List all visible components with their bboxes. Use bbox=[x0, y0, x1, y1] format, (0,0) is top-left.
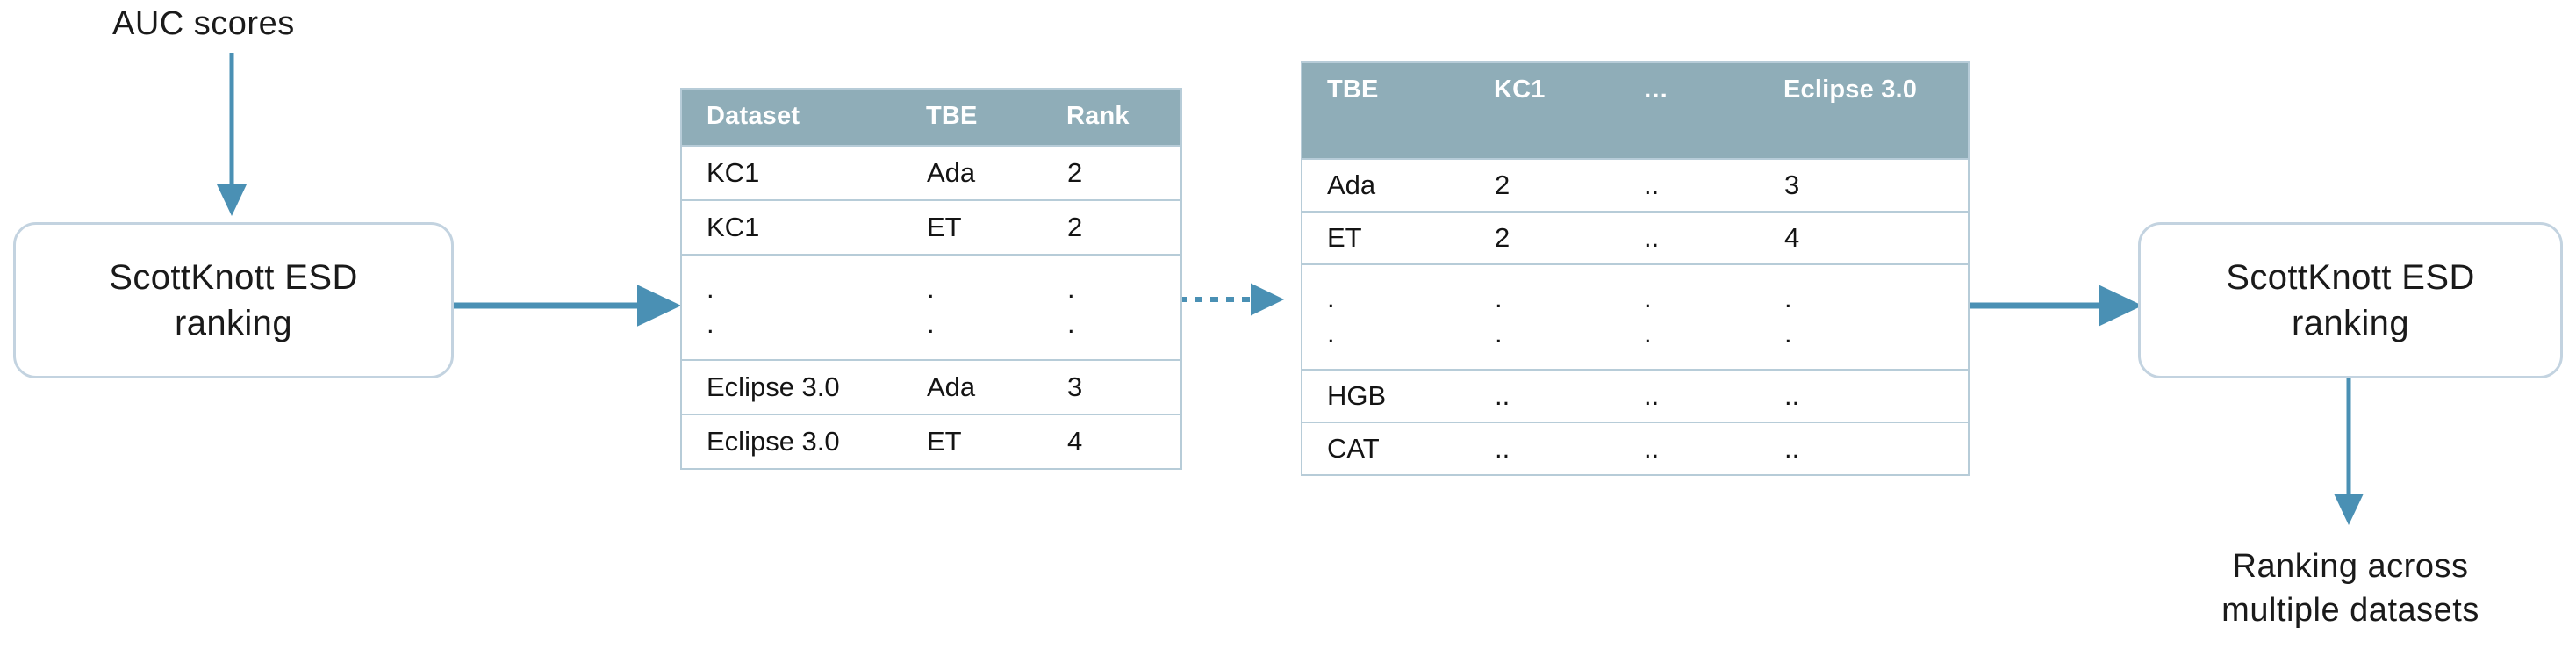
cell-rank: 2 bbox=[1066, 199, 1181, 255]
cell-eclipse: 3 bbox=[1783, 158, 1969, 212]
table-matrix-header-ellipsis: … bbox=[1643, 62, 1783, 159]
table-matrix-wrapper: TBE KC1 … Eclipse 3.0 Ada 2 .. 3 ET 2 ..… bbox=[1301, 61, 1970, 476]
table-ranking-header-rank: Rank bbox=[1066, 89, 1181, 146]
right-box-line-2: ranking bbox=[2291, 304, 2409, 342]
cell-eclipse: 4 bbox=[1783, 211, 1969, 264]
cell-ellipsis-rank: .. bbox=[1066, 254, 1181, 360]
auc-scores-caption: AUC scores bbox=[112, 5, 295, 42]
cell-dataset: Eclipse 3.0 bbox=[681, 414, 926, 469]
table-matrix-header-row: TBE KC1 … Eclipse 3.0 bbox=[1302, 62, 1969, 159]
table-row[interactable]: CAT .. .. .. bbox=[1302, 422, 1969, 475]
cell-tbe: HGB bbox=[1302, 369, 1494, 422]
table-matrix-header-eclipse: Eclipse 3.0 bbox=[1783, 62, 1969, 159]
cell-eclipse: .. bbox=[1783, 369, 1969, 422]
cell-mid: .. bbox=[1643, 422, 1783, 475]
cell-ellipsis-mid: .. bbox=[1643, 263, 1783, 370]
table-ranking-wrapper: Dataset TBE Rank KC1 Ada 2 KC1 ET 2 .. .… bbox=[680, 88, 1182, 470]
cell-rank: 4 bbox=[1066, 414, 1181, 469]
table-row[interactable]: Eclipse 3.0 Ada 3 bbox=[681, 359, 1181, 414]
table-row[interactable]: Eclipse 3.0 ET 4 bbox=[681, 414, 1181, 469]
cell-eclipse: .. bbox=[1783, 422, 1969, 475]
table-matrix-header-tbe: TBE bbox=[1302, 62, 1494, 159]
table-matrix[interactable]: TBE KC1 … Eclipse 3.0 Ada 2 .. 3 ET 2 ..… bbox=[1301, 61, 1970, 476]
cell-kc1: .. bbox=[1494, 422, 1643, 475]
table-ranking-header-row: Dataset TBE Rank bbox=[681, 89, 1181, 146]
right-box-line-1: ScottKnott ESD bbox=[2226, 258, 2475, 297]
cell-tbe: ET bbox=[926, 199, 1066, 255]
cell-dataset: KC1 bbox=[681, 199, 926, 255]
left-box-line-1: ScottKnott ESD bbox=[109, 258, 358, 297]
cell-tbe: CAT bbox=[1302, 422, 1494, 475]
table-row-ellipsis: .. .. .. .. bbox=[1302, 263, 1969, 370]
cell-tbe: Ada bbox=[1302, 158, 1494, 212]
table-ranking-header-tbe: TBE bbox=[926, 89, 1066, 146]
right-scottknott-box[interactable]: ScottKnott ESD ranking bbox=[2138, 222, 2563, 378]
table-row[interactable]: KC1 ET 2 bbox=[681, 199, 1181, 255]
cell-tbe: Ada bbox=[926, 145, 1066, 200]
cell-rank: 3 bbox=[1066, 359, 1181, 414]
cell-mid: .. bbox=[1643, 369, 1783, 422]
output-caption-line-1: Ranking across bbox=[2232, 548, 2469, 585]
cell-tbe: ET bbox=[926, 414, 1066, 469]
cell-kc1: 2 bbox=[1494, 211, 1643, 264]
table-row-ellipsis: .. .. .. bbox=[681, 254, 1181, 360]
cell-ellipsis-kc1: .. bbox=[1494, 263, 1643, 370]
cell-ellipsis-tbe: .. bbox=[926, 254, 1066, 360]
cell-mid: .. bbox=[1643, 211, 1783, 264]
right-scottknott-box-label: ScottKnott ESD ranking bbox=[2226, 255, 2475, 346]
cell-ellipsis-dataset: .. bbox=[681, 254, 926, 360]
cell-kc1: .. bbox=[1494, 369, 1643, 422]
output-caption: Ranking across multiple datasets bbox=[2142, 544, 2559, 632]
table-matrix-header-kc1: KC1 bbox=[1494, 62, 1643, 159]
cell-ellipsis-eclipse: .. bbox=[1783, 263, 1969, 370]
table-ranking[interactable]: Dataset TBE Rank KC1 Ada 2 KC1 ET 2 .. .… bbox=[680, 88, 1182, 470]
cell-dataset: Eclipse 3.0 bbox=[681, 359, 926, 414]
table-row[interactable]: KC1 Ada 2 bbox=[681, 145, 1181, 200]
cell-tbe: ET bbox=[1302, 211, 1494, 264]
cell-kc1: 2 bbox=[1494, 158, 1643, 212]
cell-dataset: KC1 bbox=[681, 145, 926, 200]
left-scottknott-box[interactable]: ScottKnott ESD ranking bbox=[13, 222, 454, 378]
table-ranking-header-dataset: Dataset bbox=[681, 89, 926, 146]
cell-mid: .. bbox=[1643, 158, 1783, 212]
table-row[interactable]: ET 2 .. 4 bbox=[1302, 211, 1969, 264]
cell-tbe: Ada bbox=[926, 359, 1066, 414]
table-row[interactable]: HGB .. .. .. bbox=[1302, 369, 1969, 422]
output-caption-line-2: multiple datasets bbox=[2221, 592, 2479, 629]
cell-ellipsis-tbe: .. bbox=[1302, 263, 1494, 370]
table-row[interactable]: Ada 2 .. 3 bbox=[1302, 158, 1969, 212]
cell-rank: 2 bbox=[1066, 145, 1181, 200]
left-scottknott-box-label: ScottKnott ESD ranking bbox=[109, 255, 358, 346]
left-box-line-2: ranking bbox=[174, 304, 292, 342]
